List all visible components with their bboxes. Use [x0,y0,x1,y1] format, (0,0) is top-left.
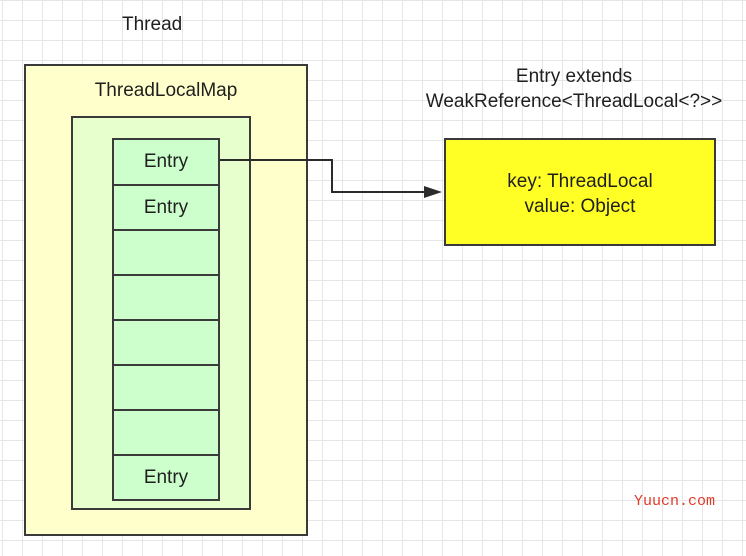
entry-slot: Entry [114,184,218,229]
entry-slot [114,229,218,274]
thread-title: Thread [122,14,183,35]
entry-slot [114,364,218,409]
arrow-head-icon [424,186,442,198]
entry-slot: Entry [143,151,189,172]
entry-class-caption-line2: WeakReference<ThreadLocal<?>> [425,91,723,112]
entry-value-text: value: Object [524,196,636,217]
thread-local-map-title: ThreadLocalMap [94,80,238,101]
entry-class-caption-line1: Entry extends [515,66,633,87]
arrow-line [220,159,426,193]
watermark: Yuucn.com [634,493,716,510]
entry-object-box [444,138,716,246]
entry-array: Entry Entry Entry [112,138,220,501]
entry-slot [114,274,218,319]
entry-slot: Entry [114,454,218,499]
entry-slot [114,409,218,454]
entry-key-text: key: ThreadLocal [507,171,653,192]
entry-slot [114,319,218,364]
